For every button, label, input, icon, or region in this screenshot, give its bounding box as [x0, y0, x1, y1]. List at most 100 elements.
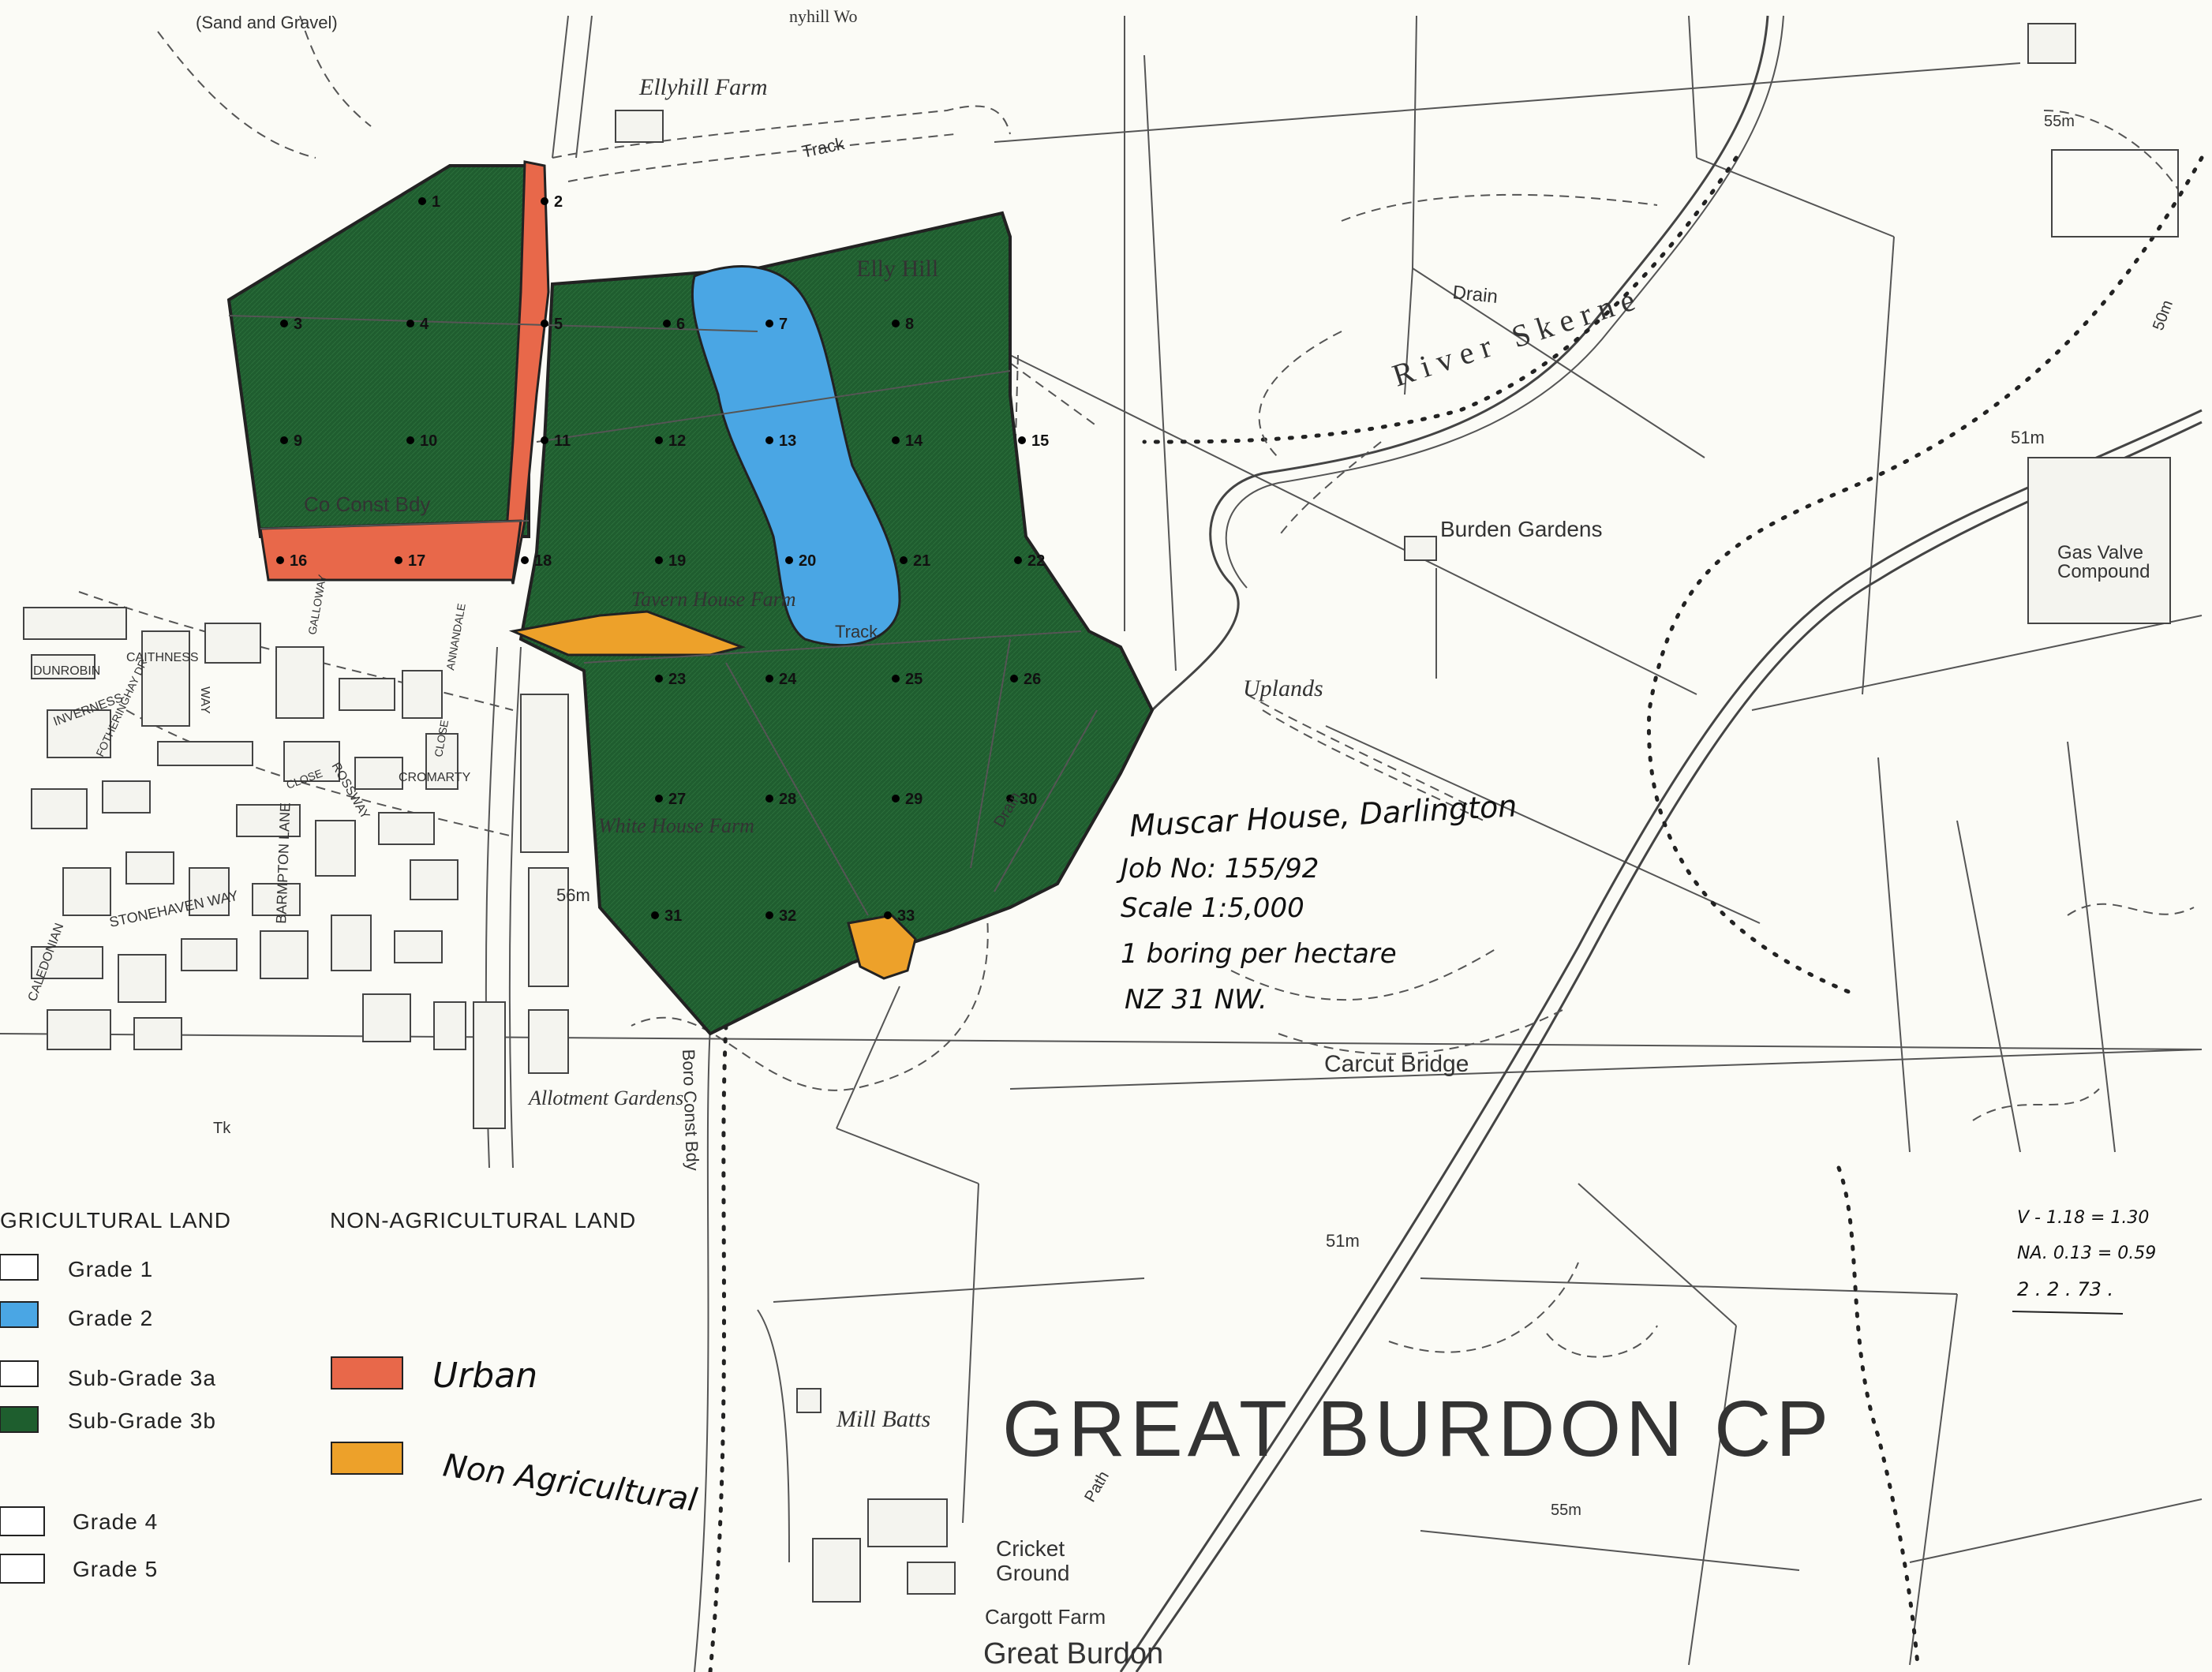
legend-urban: Urban [432, 1356, 537, 1396]
sample-point-dot [884, 911, 892, 919]
legend-grade-4: Grade 4 [73, 1509, 158, 1534]
legend-subgrade-3a: Sub-Grade 3a [68, 1366, 216, 1390]
label-track-mid: Track [835, 622, 878, 641]
sample-point-dot [655, 436, 663, 444]
sample-point-dot [406, 320, 414, 327]
sample-point-label: 9 [294, 432, 302, 450]
sample-point-label: 2 [554, 193, 563, 211]
sample-point-dot [892, 675, 900, 683]
parcel-subgrade-3b-west [226, 164, 547, 538]
sample-point-label: 27 [668, 791, 686, 808]
parcel-urban-south [259, 519, 522, 582]
sample-point-label: 10 [420, 432, 437, 450]
sample-point-label: 1 [432, 193, 440, 211]
sample-point-label: 11 [554, 432, 571, 450]
street-galloway: GALLOWAY [305, 573, 328, 635]
label-mill-batts: Mill Batts [836, 1406, 930, 1432]
sample-point-dot [765, 436, 773, 444]
sample-point-dot [1014, 556, 1022, 564]
label-51m-b: 51m [2011, 428, 2045, 447]
legend-swatch-grade-5 [0, 1554, 45, 1584]
legend-subgrade-3b: Sub-Grade 3b [68, 1408, 216, 1433]
label-gas-valve-1: Gas Valve [2057, 542, 2143, 563]
street-tk: Tk [213, 1120, 231, 1137]
legend-swatch-nonagri [331, 1442, 403, 1475]
sample-point-label: 30 [1020, 791, 1037, 808]
sample-point-label: 3 [294, 316, 302, 333]
sample-point-dot [1010, 675, 1018, 683]
sample-point-label: 28 [779, 791, 796, 808]
map-title: GREAT BURDON CP [1002, 1385, 1833, 1473]
label-uplands: Uplands [1243, 675, 1323, 701]
sample-point-dot [651, 911, 659, 919]
parcel-nonagri-tavern [508, 610, 747, 656]
margin-note: V - 1.18 = 1.30 NA. 0.13 = 0.59 2 . 2 . … [2012, 1208, 2156, 1315]
label-50m: 50m [2150, 298, 2176, 333]
sample-point-dot [765, 320, 773, 327]
sample-point-dot [655, 675, 663, 683]
sample-point-dot [892, 320, 900, 327]
label-56m: 56m [556, 885, 590, 905]
label-track-top: Track [800, 133, 847, 162]
legend-swatch-subgrade-3a [0, 1360, 39, 1387]
label-gas-valve-2: Compound [2057, 561, 2150, 582]
parcel-urban-strip [503, 160, 550, 585]
label-burden-gardens: Burden Gardens [1440, 517, 1602, 541]
sample-point-label: 26 [1024, 671, 1041, 688]
sample-point-dot [892, 436, 900, 444]
sample-point-label: 32 [779, 907, 796, 925]
street-annandale: ANNANDALE [444, 602, 468, 671]
annotation-line-2: Job No: 155/92 [1116, 853, 1319, 885]
sample-point-dot [1006, 795, 1014, 802]
sample-point-dot [541, 320, 548, 327]
sample-point-label: 25 [905, 671, 923, 688]
label-sand-gravel: (Sand and Gravel) [196, 13, 338, 32]
annotation-line-1: Muscar House, Darlington [1128, 788, 1518, 843]
sample-point-label: 4 [420, 316, 429, 333]
label-elly-hill: Elly Hill [856, 256, 938, 282]
margin-note-line-1: V - 1.18 = 1.30 [2017, 1208, 2149, 1228]
sample-point-label: 31 [664, 907, 682, 925]
sample-point-label: 8 [905, 316, 914, 333]
sample-point-dot [418, 197, 426, 205]
street-caithness: CAITHNESS [126, 651, 199, 664]
base-map-linework [0, 15, 2204, 1672]
label-drain: Drain [1451, 282, 1499, 308]
label-great-burdon: Great Burdon [983, 1637, 1163, 1670]
label-55m-a: 55m [2044, 113, 2075, 130]
label-boro-const-bdy: Boro Const Bdy [679, 1049, 702, 1171]
sample-point-dot [765, 795, 773, 802]
sample-point-label: 12 [668, 432, 686, 450]
sample-point-dot [900, 556, 908, 564]
sample-point-dot [663, 320, 671, 327]
street-dunrobin: DUNROBIN [33, 664, 100, 678]
sample-point-label: 18 [534, 552, 552, 570]
sample-point-label: 19 [668, 552, 686, 570]
sample-point-dot [280, 436, 288, 444]
annotation-line-4: 1 boring per hectare [1121, 938, 1397, 970]
legend: GRICULTURAL LAND NON-AGRICULTURAL LAND G… [0, 1174, 699, 1672]
annotation-line-3: Scale 1:5,000 [1121, 892, 1304, 924]
label-cargott-farm: Cargott Farm [985, 1605, 1106, 1629]
sample-point-dot [541, 197, 548, 205]
legend-swatch-urban [331, 1356, 403, 1390]
margin-note-line-3: 2 . 2 . 73 . [2017, 1278, 2113, 1300]
margin-note-line-2: NA. 0.13 = 0.59 [2017, 1244, 2156, 1263]
sample-point-label: 13 [779, 432, 796, 450]
legend-grade-5: Grade 5 [73, 1557, 158, 1581]
legend-nonagri-header: NON-AGRICULTURAL LAND [330, 1208, 636, 1232]
sample-point-label: 29 [905, 791, 923, 808]
sample-point-dot [655, 556, 663, 564]
label-cricket: Cricket [996, 1536, 1065, 1561]
legend-swatch-subgrade-3b [0, 1406, 39, 1433]
sample-point-label: 5 [554, 316, 563, 333]
sample-point-label: 20 [799, 552, 816, 570]
street-way: WAY [198, 686, 211, 714]
label-allotment-gardens: Allotment Gardens [527, 1087, 683, 1109]
sample-point-dot [541, 436, 548, 444]
label-51m-a: 51m [1326, 1231, 1360, 1251]
sample-point-label: 24 [779, 671, 797, 688]
street-cromarty: CROMARTY [399, 771, 471, 784]
legend-swatch-grade-2 [0, 1301, 39, 1328]
